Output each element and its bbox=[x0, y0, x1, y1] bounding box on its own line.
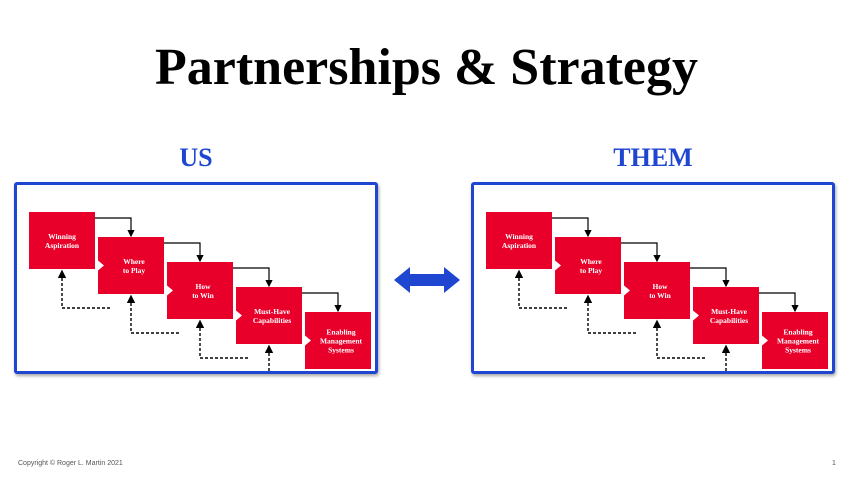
them-feedback-arrow bbox=[652, 319, 705, 359]
us-step-box bbox=[167, 262, 233, 319]
us-step-label: Systems bbox=[328, 346, 354, 355]
us-feedback-arrow bbox=[264, 344, 274, 371]
us-step-label: Capabilities bbox=[253, 316, 291, 325]
us-step-label: Management bbox=[320, 337, 363, 346]
us-feedback-arrow bbox=[126, 294, 179, 334]
them-forward-arrow bbox=[690, 267, 730, 288]
them-feedback-arrow bbox=[721, 344, 731, 371]
us-step-box bbox=[236, 287, 302, 344]
them-step-box bbox=[486, 212, 552, 269]
them-step-label: to Win bbox=[649, 291, 671, 300]
us-forward-arrow bbox=[95, 217, 135, 238]
them-feedback-arrow bbox=[514, 269, 567, 309]
us-forward-arrow bbox=[164, 242, 204, 263]
us-step-label: to Play bbox=[123, 266, 146, 275]
them-step-label: Must-Have bbox=[711, 307, 747, 316]
them-feedback-arrow bbox=[583, 294, 636, 334]
us-feedback-arrow bbox=[57, 269, 110, 309]
them-step-box bbox=[555, 237, 621, 294]
page-number: 1 bbox=[832, 460, 836, 467]
us-step-label: Must-Have bbox=[254, 307, 290, 316]
them-step-label: Winning bbox=[505, 232, 533, 241]
them-step-label: Enabling bbox=[783, 328, 812, 337]
them-step-label: Systems bbox=[785, 346, 811, 355]
us-forward-arrow bbox=[233, 267, 273, 288]
us-step-box bbox=[305, 312, 371, 369]
them-step-label: Aspiration bbox=[502, 241, 537, 250]
them-forward-arrow bbox=[552, 217, 592, 238]
us-step-label: to Win bbox=[192, 291, 214, 300]
double-headed-arrow-icon bbox=[394, 267, 460, 293]
us-label: US bbox=[179, 143, 213, 172]
them-step-box bbox=[762, 312, 828, 369]
us-step-label: Aspiration bbox=[45, 241, 80, 250]
us-step-box bbox=[98, 237, 164, 294]
them-step-box bbox=[624, 262, 690, 319]
us-step-box bbox=[29, 212, 95, 269]
us-step-label: Enabling bbox=[326, 328, 355, 337]
them-step-label: Management bbox=[777, 337, 820, 346]
them-forward-arrow bbox=[621, 242, 661, 263]
them-label: THEM bbox=[613, 143, 693, 172]
us-step-label: Where bbox=[123, 257, 145, 266]
copyright-text: Copyright © Roger L. Martin 2021 bbox=[18, 460, 123, 467]
us-step-label: How bbox=[196, 282, 212, 291]
them-step-label: Where bbox=[580, 257, 602, 266]
us-feedback-arrow bbox=[195, 319, 248, 359]
them-forward-arrow bbox=[759, 292, 799, 313]
us-step-label: Winning bbox=[48, 232, 76, 241]
them-step-label: How bbox=[653, 282, 669, 291]
page-title: Partnerships & Strategy bbox=[154, 39, 699, 96]
them-step-label: Capabilities bbox=[710, 316, 748, 325]
us-forward-arrow bbox=[302, 292, 342, 313]
them-step-label: to Play bbox=[580, 266, 603, 275]
them-step-box bbox=[693, 287, 759, 344]
